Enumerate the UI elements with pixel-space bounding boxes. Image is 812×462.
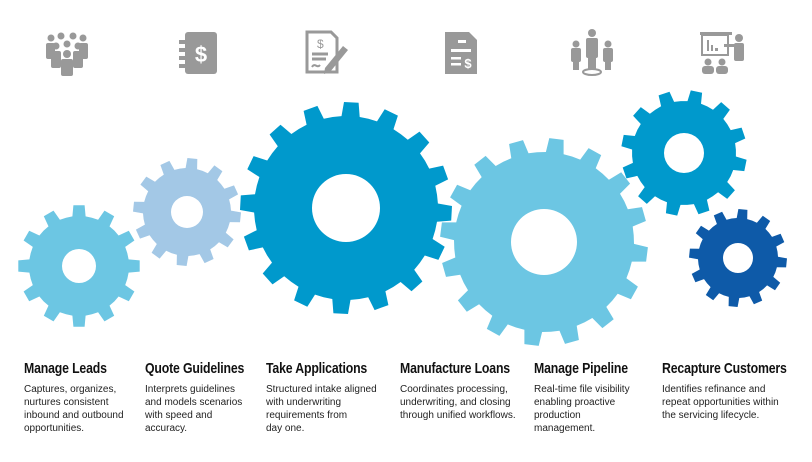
stage-description: Real-time file visibility enabling proact… bbox=[534, 383, 664, 435]
desc-line: production bbox=[534, 410, 581, 421]
stage-quote-guidelines: Quote Guidelines Interprets guidelines an… bbox=[145, 360, 275, 435]
stage-title: Recapture Customers bbox=[662, 360, 787, 377]
stage-manage-pipeline: Manage Pipeline Real-time file visibilit… bbox=[534, 360, 664, 435]
stage-title: Manage Leads bbox=[24, 360, 107, 377]
desc-line: through unified workflows. bbox=[400, 410, 516, 421]
group-people-icon bbox=[41, 26, 93, 78]
desc-line: Identifies refinance and bbox=[662, 384, 766, 395]
stage-title: Take Applications bbox=[266, 360, 368, 377]
stage-title: Quote Guidelines bbox=[145, 360, 245, 377]
desc-line: Captures, organizes, bbox=[24, 384, 117, 395]
desc-line: accuracy. bbox=[145, 423, 188, 434]
desc-line: Coordinates processing, bbox=[400, 384, 508, 395]
stage-description: Coordinates processing, underwriting, and… bbox=[400, 383, 530, 422]
desc-line: nurtures consistent bbox=[24, 397, 109, 408]
svg-text:$: $ bbox=[317, 37, 324, 51]
desc-line: Interprets guidelines bbox=[145, 384, 236, 395]
desc-line: Structured intake aligned bbox=[266, 384, 377, 395]
desc-line: day one. bbox=[266, 423, 305, 434]
svg-text:$: $ bbox=[195, 42, 207, 67]
svg-text:$: $ bbox=[464, 56, 472, 71]
gear-manage-pipeline bbox=[621, 90, 747, 216]
stage-description: Structured intake aligned with underwriti… bbox=[266, 383, 396, 435]
desc-line: with speed and bbox=[145, 410, 213, 421]
gear-manufacture-loans bbox=[440, 138, 648, 346]
desc-line: repeat opportunities within bbox=[662, 397, 779, 408]
dollar-notebook-icon: $ bbox=[171, 26, 223, 78]
gear-quote-guidelines bbox=[133, 158, 241, 266]
gear-take-applications bbox=[240, 102, 452, 314]
gear-recapture-customers bbox=[689, 209, 787, 307]
desc-line: requirements from bbox=[266, 410, 348, 421]
team-leader-icon bbox=[566, 26, 618, 78]
stage-description: Captures, organizes, nurtures consistent i… bbox=[24, 383, 154, 435]
presentation-icon bbox=[696, 26, 748, 78]
desc-line: and models scenarios bbox=[145, 397, 243, 408]
desc-line: with underwriting bbox=[266, 397, 342, 408]
desc-line: opportunities. bbox=[24, 423, 85, 434]
desc-line: enabling proactive bbox=[534, 397, 616, 408]
stage-title: Manage Pipeline bbox=[534, 360, 628, 377]
stage-description: Identifies refinance and repeat opportuni… bbox=[662, 383, 807, 422]
desc-line: the servicing lifecycle. bbox=[662, 410, 760, 421]
stage-description: Interprets guidelines and models scenario… bbox=[145, 383, 275, 435]
invoice-document-icon: $ bbox=[435, 26, 487, 78]
stage-manufacture-loans: Manufacture Loans Coordinates processing… bbox=[400, 360, 530, 422]
stage-take-applications: Take Applications Structured intake alig… bbox=[266, 360, 396, 435]
desc-line: Real-time file visibility bbox=[534, 384, 630, 395]
desc-line: inbound and outbound bbox=[24, 410, 124, 421]
desc-line: management. bbox=[534, 423, 596, 434]
stage-title: Manufacture Loans bbox=[400, 360, 510, 377]
stage-manage-leads: Manage Leads Captures, organizes, nurture… bbox=[24, 360, 154, 435]
stage-recapture-customers: Recapture Customers Identifies refinance… bbox=[662, 360, 807, 422]
desc-line: underwriting, and closing bbox=[400, 397, 511, 408]
signed-document-icon: $ bbox=[301, 26, 353, 78]
gear-manage-leads bbox=[18, 205, 140, 327]
